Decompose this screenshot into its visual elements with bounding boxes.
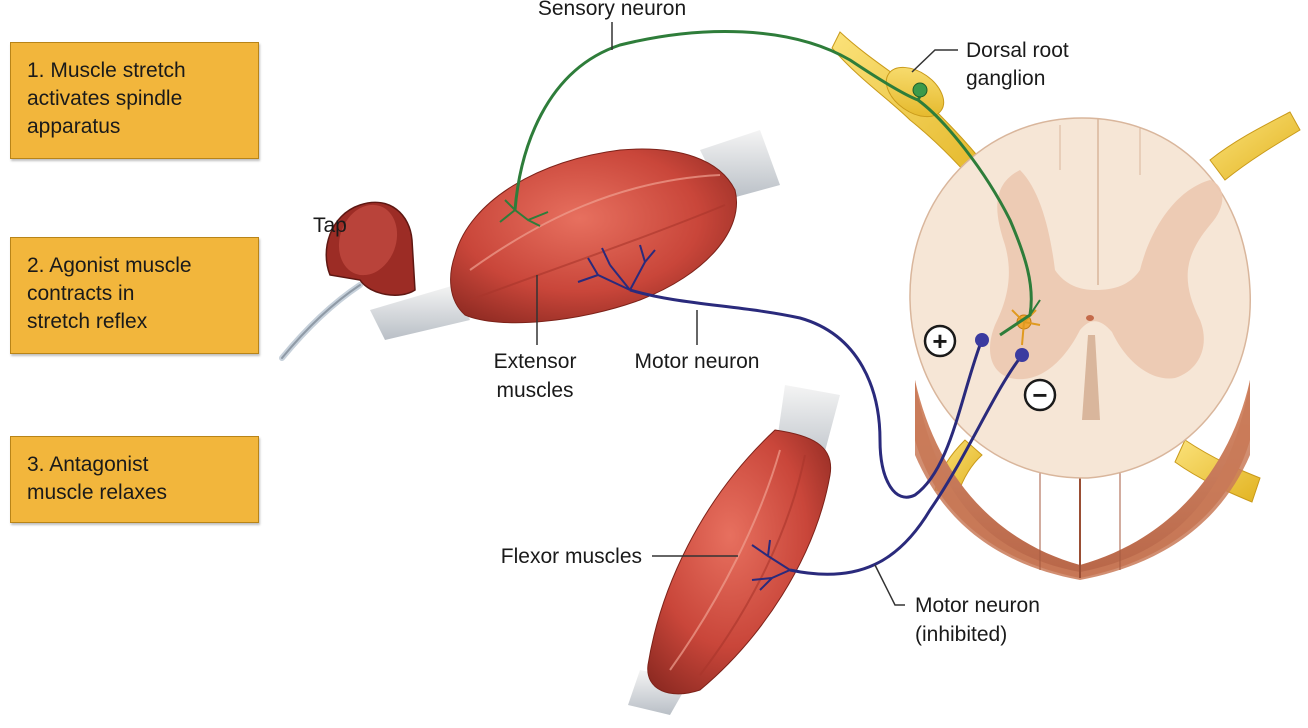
minus-symbol: − bbox=[1032, 380, 1047, 410]
excitatory-symbol: + bbox=[923, 324, 957, 358]
step-box-2: 2. Agonist muscle contracts in stretch r… bbox=[10, 237, 259, 354]
sensory-neuron-axon bbox=[513, 29, 1033, 337]
flexor-muscle-group bbox=[628, 385, 840, 715]
label-motor-neuron-inhibited-line-2: (inhibited) bbox=[915, 623, 1007, 646]
step-1-line-2: activates spindle bbox=[27, 87, 183, 110]
label-tap: Tap bbox=[313, 214, 347, 237]
step-box-3: 3. Antagonist muscle relaxes bbox=[10, 436, 259, 523]
step-1-line-3: apparatus bbox=[27, 115, 121, 138]
step-2-line-3: stretch reflex bbox=[27, 310, 148, 333]
flexor-muscle-belly bbox=[647, 429, 832, 695]
step-2-line-1: 2. Agonist muscle bbox=[27, 254, 192, 277]
reflex-hammer bbox=[279, 201, 416, 361]
motor-neuron-extensor-soma bbox=[975, 333, 989, 347]
extensor-muscle-belly bbox=[450, 148, 737, 324]
step-3-line-2: muscle relaxes bbox=[27, 481, 168, 504]
spinal-gray-matter bbox=[990, 170, 1223, 380]
spinal-cord-body bbox=[915, 380, 1250, 578]
motor-neuron-flexor bbox=[751, 348, 1029, 591]
leader-lines bbox=[536, 22, 958, 606]
motor-end-plate-flexor bbox=[751, 539, 791, 591]
muscle-spindle-ending bbox=[499, 199, 549, 227]
inhibitory-symbol: − bbox=[1023, 378, 1057, 412]
extensor-tendon-left bbox=[370, 285, 470, 340]
leader-motor-neuron-inhibited bbox=[874, 564, 905, 606]
motor-neuron-flexor-axon bbox=[789, 357, 1022, 576]
step-1-line-1: 1. Muscle stretch bbox=[27, 59, 186, 82]
hammer-handle bbox=[279, 282, 363, 361]
plus-symbol: + bbox=[932, 326, 947, 356]
label-flexor-muscles: Flexor muscles bbox=[501, 545, 642, 568]
central-canal bbox=[1086, 315, 1094, 321]
motor-neuron-flexor-soma bbox=[1015, 348, 1029, 362]
label-extensor-line-2: muscles bbox=[496, 379, 573, 402]
motor-neuron-extensor-axon bbox=[629, 288, 982, 499]
label-dorsal-root-line-2: ganglion bbox=[966, 67, 1045, 90]
step-2-line-2: contracts in bbox=[27, 282, 135, 305]
label-dorsal-root-line-1: Dorsal root bbox=[966, 39, 1069, 62]
motor-neuron-extensor bbox=[577, 244, 989, 499]
right-dorsal-root bbox=[1209, 111, 1301, 181]
spinal-cord bbox=[831, 31, 1301, 580]
label-motor-neuron: Motor neuron bbox=[635, 350, 760, 373]
label-motor-neuron-inhibited-line-1: Motor neuron bbox=[915, 594, 1040, 617]
leader-dorsal-root-ganglion bbox=[911, 49, 958, 73]
step-3-line-1: 3. Antagonist bbox=[27, 453, 149, 476]
extensor-muscle-group bbox=[370, 130, 780, 340]
step-box-1: 1. Muscle stretch activates spindle appa… bbox=[10, 42, 259, 159]
label-extensor-line-1: Extensor bbox=[494, 350, 577, 373]
label-sensory-neuron: Sensory neuron bbox=[538, 0, 686, 20]
sensory-neuron-soma bbox=[912, 82, 928, 98]
motor-end-plate-extensor bbox=[577, 244, 656, 291]
sensory-neuron bbox=[499, 29, 1041, 337]
